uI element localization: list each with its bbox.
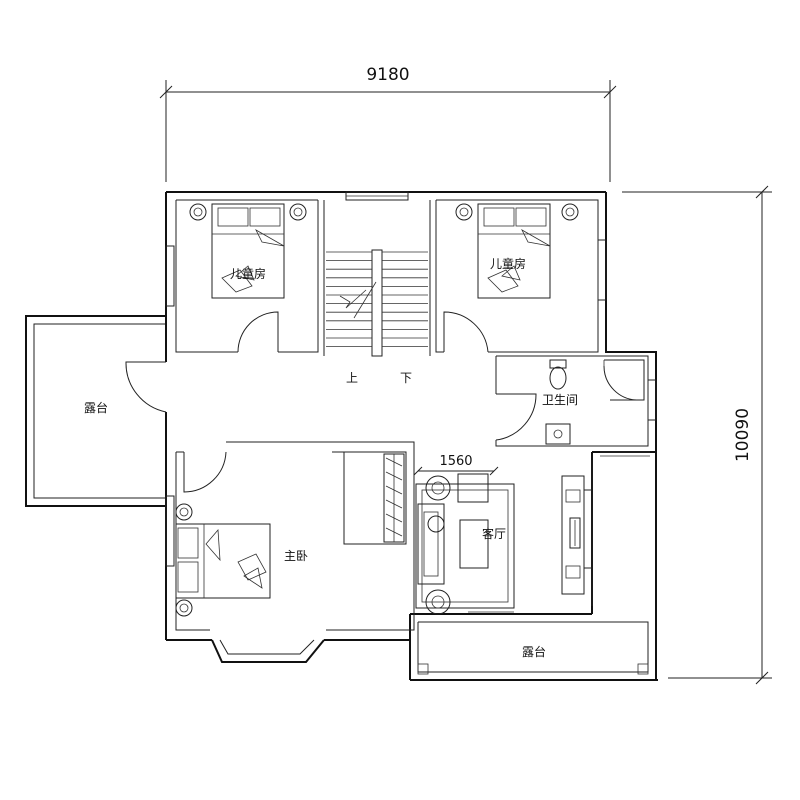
interior-walls <box>175 199 649 631</box>
windows <box>165 191 657 569</box>
wardrobe-hanger <box>385 527 403 537</box>
room-label-terrace-south: 露台 <box>522 644 546 659</box>
wardrobe-hanger <box>385 513 403 523</box>
doors <box>125 311 537 493</box>
overall-width-label: 9180 <box>366 65 409 85</box>
terrace-south: 露台 <box>410 452 658 681</box>
wardrobe-hanger <box>385 485 403 495</box>
dimension-living-width: 1560 <box>413 454 499 476</box>
wardrobe-hanger <box>385 471 403 481</box>
bay-window <box>211 639 325 663</box>
wardrobe-hanger <box>385 499 403 509</box>
room-label-child-right: 儿童房 <box>490 256 526 271</box>
stair-up-label: 上 <box>346 371 358 385</box>
overall-depth-label: 10090 <box>733 408 753 462</box>
bed-child-right: 儿童房 <box>455 203 579 299</box>
room-label-master-bedroom: 主卧 <box>284 549 308 563</box>
stair-down-label: 下 <box>400 371 412 385</box>
terrace-west <box>25 315 166 507</box>
room-label-bathroom: 卫生间 <box>542 393 578 407</box>
wardrobe <box>383 453 405 543</box>
room-label-terrace-west: 露台 <box>84 400 108 415</box>
living-width-label: 1560 <box>439 454 472 469</box>
wardrobe-hanger <box>385 457 403 467</box>
tv-cabinet <box>561 475 585 595</box>
dimension-width: 9180 <box>159 65 617 182</box>
master-bed: 主卧 <box>175 503 308 617</box>
room-label-living-room: 客厅 <box>482 526 506 541</box>
living-room-furniture: 客厅 <box>415 473 515 615</box>
room-label-child-left: 儿童房 <box>230 266 266 281</box>
bed-child-left: 儿童房 <box>189 203 307 299</box>
bathroom-fixtures: 卫生间 <box>542 359 645 445</box>
dimension-depth: 10090 <box>622 185 772 685</box>
staircase <box>326 249 428 357</box>
exterior-walls <box>165 191 657 680</box>
